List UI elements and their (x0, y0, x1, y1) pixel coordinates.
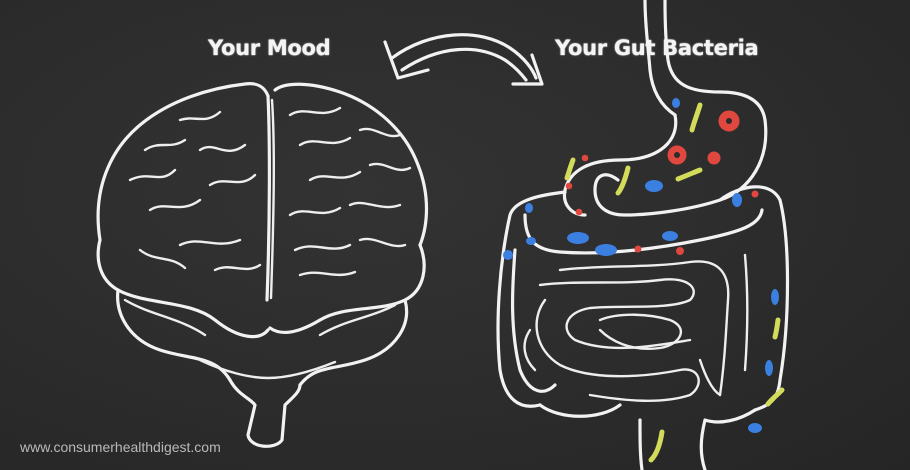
bacteria-red-hollow (674, 118, 732, 158)
bacteria-yellow (564, 102, 785, 463)
brain-icon (96, 82, 429, 448)
watermark-url: www.consumerhealthdigest.com (20, 439, 221, 455)
bacteria-blue (503, 98, 779, 433)
gut-bacteria-label: Your Gut Bacteria (555, 36, 759, 60)
double-arrow-icon (383, 33, 544, 86)
mood-label: Your Mood (208, 36, 331, 60)
digestive-tract-icon (496, 0, 790, 470)
